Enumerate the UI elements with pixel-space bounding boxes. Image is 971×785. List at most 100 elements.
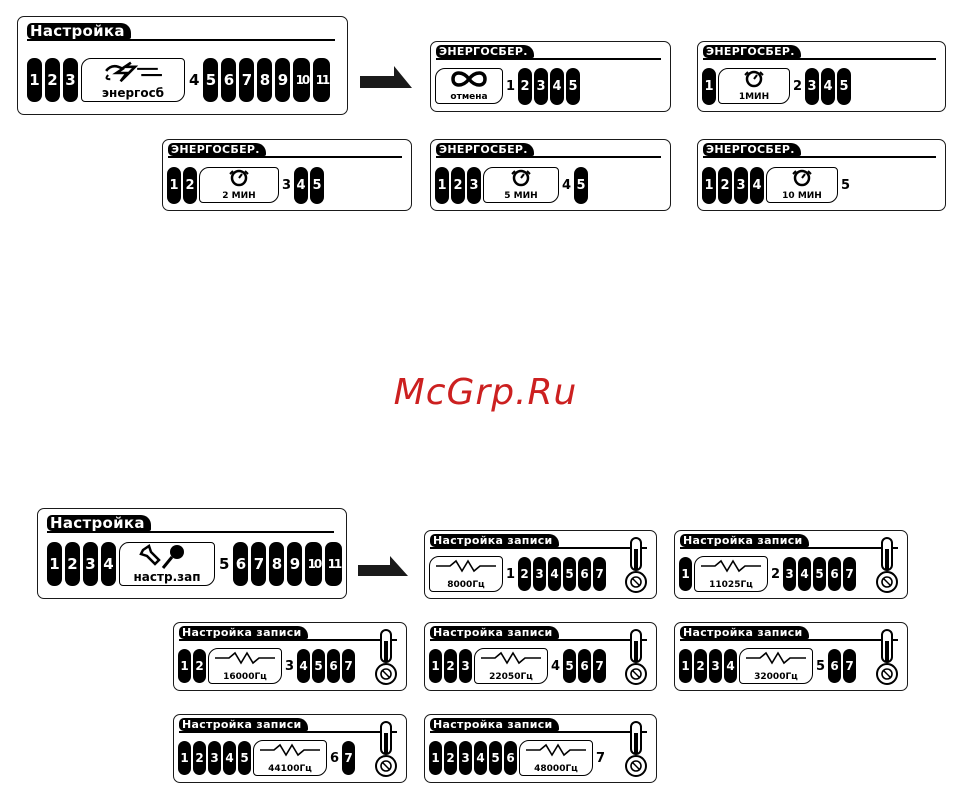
menu-item[interactable]: 5 bbox=[203, 58, 219, 102]
menu-item[interactable]: 2 bbox=[444, 741, 457, 775]
menu-item[interactable]: 4 bbox=[550, 67, 565, 105]
menu-item[interactable]: 1 bbox=[27, 58, 42, 102]
menu-item[interactable]: 5 bbox=[238, 741, 251, 775]
menu-item[interactable]: 7 bbox=[239, 58, 255, 102]
menu-item[interactable]: 1 bbox=[435, 166, 449, 204]
menu-item[interactable]: 4 bbox=[724, 649, 737, 683]
menu-item[interactable]: 2 bbox=[193, 649, 206, 683]
menu-item[interactable]: 5 bbox=[563, 649, 577, 683]
menu-item[interactable]: 4 bbox=[548, 557, 562, 591]
menu-item[interactable]: 7 bbox=[593, 649, 607, 683]
menu-item[interactable]: 6 bbox=[828, 557, 842, 591]
menu-item[interactable]: 1 bbox=[679, 557, 692, 591]
menu-item[interactable]: 2 bbox=[694, 649, 707, 683]
menu-item[interactable]: 6 bbox=[233, 542, 249, 586]
menu-item[interactable]: 3 bbox=[734, 166, 748, 204]
menu-item[interactable]: 3 bbox=[459, 649, 472, 683]
menu-item[interactable]: 2 bbox=[518, 557, 532, 591]
menu-item[interactable]: 1 bbox=[167, 166, 181, 204]
menu-item[interactable]: 2 bbox=[65, 542, 80, 586]
menu-item[interactable]: 1 bbox=[429, 741, 442, 775]
menu-item[interactable]: 8 bbox=[269, 542, 285, 586]
selected-item[interactable]: 44100Гц bbox=[253, 740, 327, 776]
menu-item[interactable]: 10 bbox=[293, 58, 311, 102]
menu-item[interactable]: 5 bbox=[566, 67, 581, 105]
menu-item[interactable]: 9 bbox=[275, 58, 291, 102]
menu-item[interactable]: 7 bbox=[251, 542, 267, 586]
menu-item[interactable]: 5 bbox=[837, 67, 852, 105]
menu-item[interactable]: 4 bbox=[223, 741, 236, 775]
menu-item[interactable]: 2 bbox=[45, 58, 60, 102]
menu-item[interactable]: 1 bbox=[429, 649, 442, 683]
selected-item[interactable]: энергосб bbox=[81, 58, 185, 102]
menu-item[interactable]: 5 bbox=[489, 741, 502, 775]
menu-item[interactable]: 7 bbox=[593, 557, 607, 591]
menu-item[interactable]: 4 bbox=[750, 166, 764, 204]
menu-item[interactable]: 11 bbox=[325, 542, 343, 586]
menu-item[interactable]: 5 bbox=[312, 649, 326, 683]
menu-item[interactable]: 2 bbox=[718, 166, 732, 204]
menu-item[interactable]: 6 bbox=[578, 557, 592, 591]
menu-item[interactable]: 3 bbox=[208, 741, 221, 775]
menu-item[interactable]: 3 bbox=[709, 649, 722, 683]
menu-item[interactable]: 11 bbox=[313, 58, 331, 102]
menu-item[interactable]: 1 bbox=[178, 649, 191, 683]
menu-item[interactable]: 5 bbox=[813, 557, 827, 591]
menu-item[interactable]: 7 bbox=[342, 649, 356, 683]
selected-item[interactable]: 11025Гц bbox=[694, 556, 768, 592]
menu-item[interactable]: 7 bbox=[342, 741, 356, 775]
menu-item[interactable]: 4 bbox=[474, 741, 487, 775]
menu-item[interactable]: 3 bbox=[805, 67, 820, 105]
menu-item[interactable]: 7 bbox=[843, 649, 857, 683]
selected-item[interactable]: 22050Гц bbox=[474, 648, 548, 684]
selected-item[interactable]: 2 МИН bbox=[199, 167, 279, 203]
menu-item[interactable]: 6 bbox=[221, 58, 237, 102]
menu-item[interactable]: 2 bbox=[444, 649, 457, 683]
selected-item[interactable]: отмена bbox=[435, 68, 503, 104]
menu-item[interactable]: 8 bbox=[257, 58, 273, 102]
menu-item[interactable]: 4 bbox=[101, 542, 116, 586]
menu-item[interactable]: 1 bbox=[47, 542, 62, 586]
selected-item[interactable]: 48000Гц bbox=[519, 740, 593, 776]
menu-item[interactable]: 3 bbox=[63, 58, 78, 102]
menu-item[interactable]: 3 bbox=[459, 741, 472, 775]
selected-item[interactable]: 32000Гц bbox=[739, 648, 813, 684]
menu-item[interactable]: 6 bbox=[578, 649, 592, 683]
selected-item[interactable]: 8000Гц bbox=[429, 556, 503, 592]
menu-item[interactable]: 2 bbox=[451, 166, 465, 204]
menu-item[interactable]: 5 bbox=[574, 166, 589, 204]
selected-item[interactable]: настр.зап bbox=[119, 542, 215, 586]
menu-item[interactable]: 5 bbox=[563, 557, 577, 591]
selected-item[interactable]: 16000Гц bbox=[208, 648, 282, 684]
menu-item[interactable]: 2 bbox=[183, 166, 197, 204]
menu-item[interactable]: 10 bbox=[305, 542, 323, 586]
menu-item[interactable]: 3 bbox=[534, 67, 549, 105]
menu-item[interactable]: 5 bbox=[310, 166, 325, 204]
selected-item[interactable]: 5 МИН bbox=[483, 167, 559, 203]
menu-item[interactable]: 4 bbox=[798, 557, 812, 591]
menu-item[interactable]: 2 bbox=[193, 741, 206, 775]
menu-item[interactable]: 6 bbox=[327, 649, 341, 683]
menu-item[interactable]: 3 bbox=[467, 166, 481, 204]
menu-item[interactable]: 3 bbox=[83, 542, 98, 586]
menu-item[interactable]: 4 bbox=[821, 67, 836, 105]
menu-item[interactable]: 7 bbox=[843, 557, 857, 591]
menu-item[interactable]: 4 bbox=[294, 166, 309, 204]
menu-item[interactable]: 1 bbox=[702, 67, 716, 105]
menu-item[interactable]: 3 bbox=[533, 557, 547, 591]
menu-item[interactable]: 1 bbox=[702, 166, 716, 204]
selected-item[interactable]: 1МИН bbox=[718, 68, 790, 104]
menu-item[interactable]: 6 bbox=[828, 649, 842, 683]
menu-item[interactable]: 1 bbox=[178, 741, 191, 775]
menu-item[interactable]: 3 bbox=[783, 557, 797, 591]
menu-item[interactable]: 6 bbox=[504, 741, 517, 775]
menu-item[interactable]: 9 bbox=[287, 542, 303, 586]
menu-item[interactable]: 2 bbox=[518, 67, 533, 105]
selected-item[interactable]: 10 МИН bbox=[766, 167, 838, 203]
menu-item[interactable]: 1 bbox=[679, 649, 692, 683]
menu-item[interactable]: 4 bbox=[297, 649, 311, 683]
